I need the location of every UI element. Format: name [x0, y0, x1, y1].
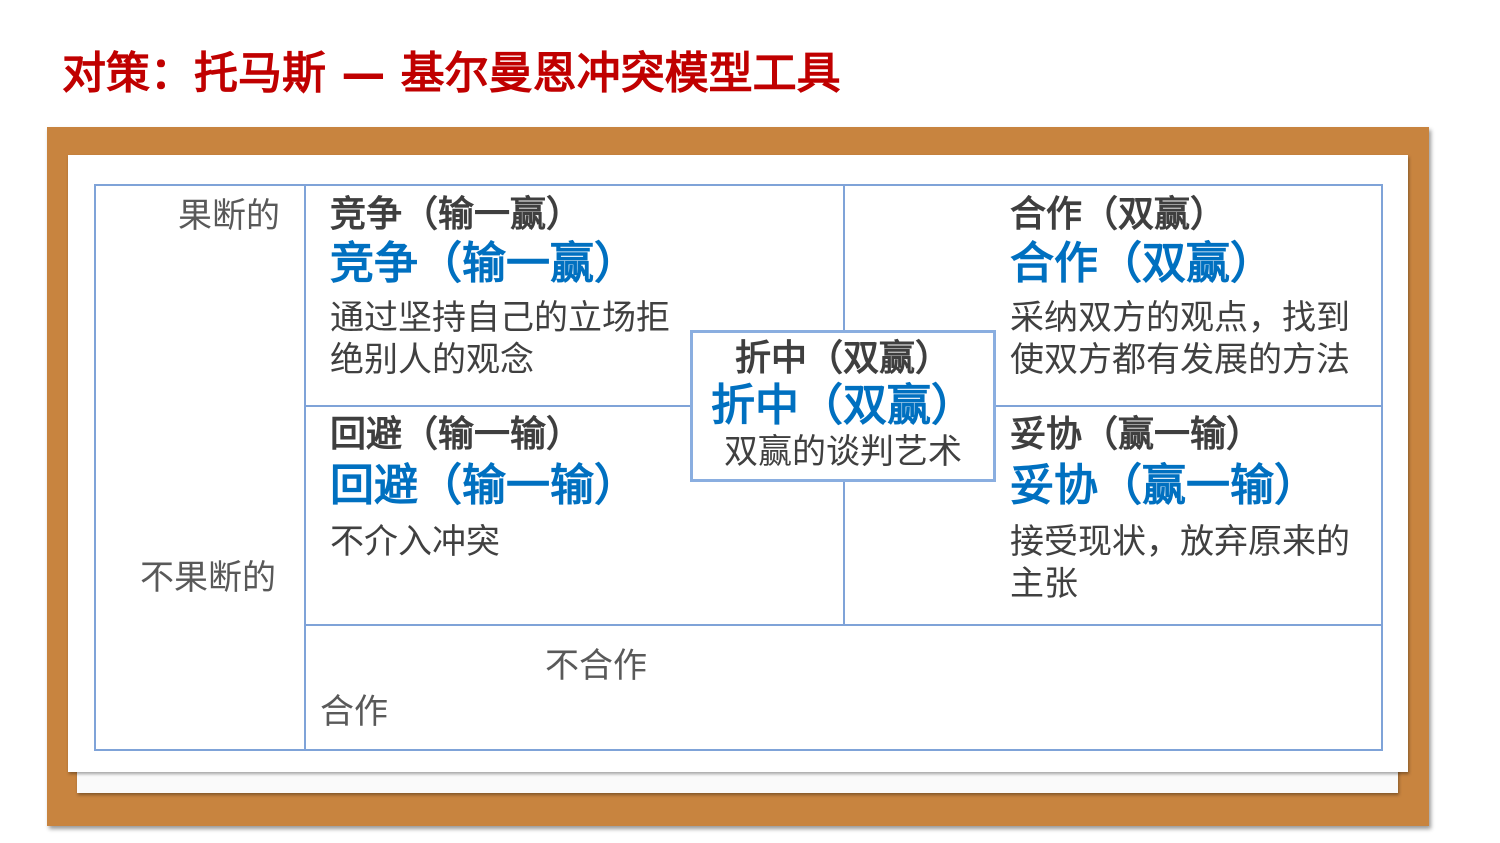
- collaborating-label-outcome: （双赢）: [1098, 238, 1274, 289]
- axis-uncooperative: 不合作: [545, 646, 647, 686]
- accommodating-label: 妥协（赢一输）: [1010, 460, 1318, 512]
- compromising-desc: 双赢的谈判艺术: [724, 432, 962, 472]
- grid-line: [304, 624, 1383, 626]
- competing-label-name: 竞争: [330, 238, 418, 289]
- accommodating-desc: 接受现状，放弃原来的: [1010, 522, 1350, 562]
- avoiding-label-name: 回避: [330, 460, 418, 511]
- accommodating-label-outcome: （赢一输）: [1098, 460, 1318, 511]
- avoiding-desc: 不介入冲突: [330, 522, 500, 562]
- compromising-label-outcome: （双赢）: [799, 380, 975, 431]
- grid-line: [94, 749, 1383, 751]
- grid-line: [94, 184, 96, 751]
- axis-unassertive: 不果断的: [140, 558, 276, 598]
- slide-title: 对策：托马斯 — 基尔曼恩冲突模型工具: [62, 48, 841, 99]
- competing-desc-2: 绝别人的观念: [330, 340, 534, 380]
- grid-line: [1381, 184, 1383, 751]
- accommodating-label-name: 妥协: [1010, 460, 1098, 511]
- competing-heading: 竞争（输一赢）: [330, 194, 583, 235]
- center-box: [690, 330, 996, 482]
- grid-line: [94, 184, 1383, 186]
- competing-desc: 通过坚持自己的立场拒: [330, 298, 670, 338]
- grid-line: [304, 184, 306, 751]
- collaborating-heading: 合作（双赢）: [1010, 194, 1227, 235]
- accommodating-heading: 妥协（赢一输）: [1010, 414, 1263, 455]
- axis-assertive: 果断的: [178, 196, 280, 236]
- avoiding-label-outcome: （输一输）: [418, 460, 638, 511]
- axis-cooperative: 合作: [320, 692, 388, 732]
- compromising-heading: 折中（双赢）: [734, 338, 951, 379]
- collaborating-label-name: 合作: [1010, 238, 1098, 289]
- compromising-label-name: 折中: [711, 380, 799, 431]
- accommodating-desc-2: 主张: [1010, 564, 1078, 604]
- collaborating-desc-2: 使双方都有发展的方法: [1010, 340, 1350, 380]
- avoiding-label: 回避（输一输）: [330, 460, 638, 512]
- collaborating-desc: 采纳双方的观点，找到: [1010, 298, 1350, 338]
- collaborating-label: 合作（双赢）: [1010, 238, 1274, 290]
- avoiding-heading: 回避（输一输）: [330, 414, 583, 455]
- compromising-label: 折中（双赢）: [690, 380, 996, 432]
- competing-label: 竞争（输一赢）: [330, 238, 638, 290]
- competing-label-outcome: （输一赢）: [418, 238, 638, 289]
